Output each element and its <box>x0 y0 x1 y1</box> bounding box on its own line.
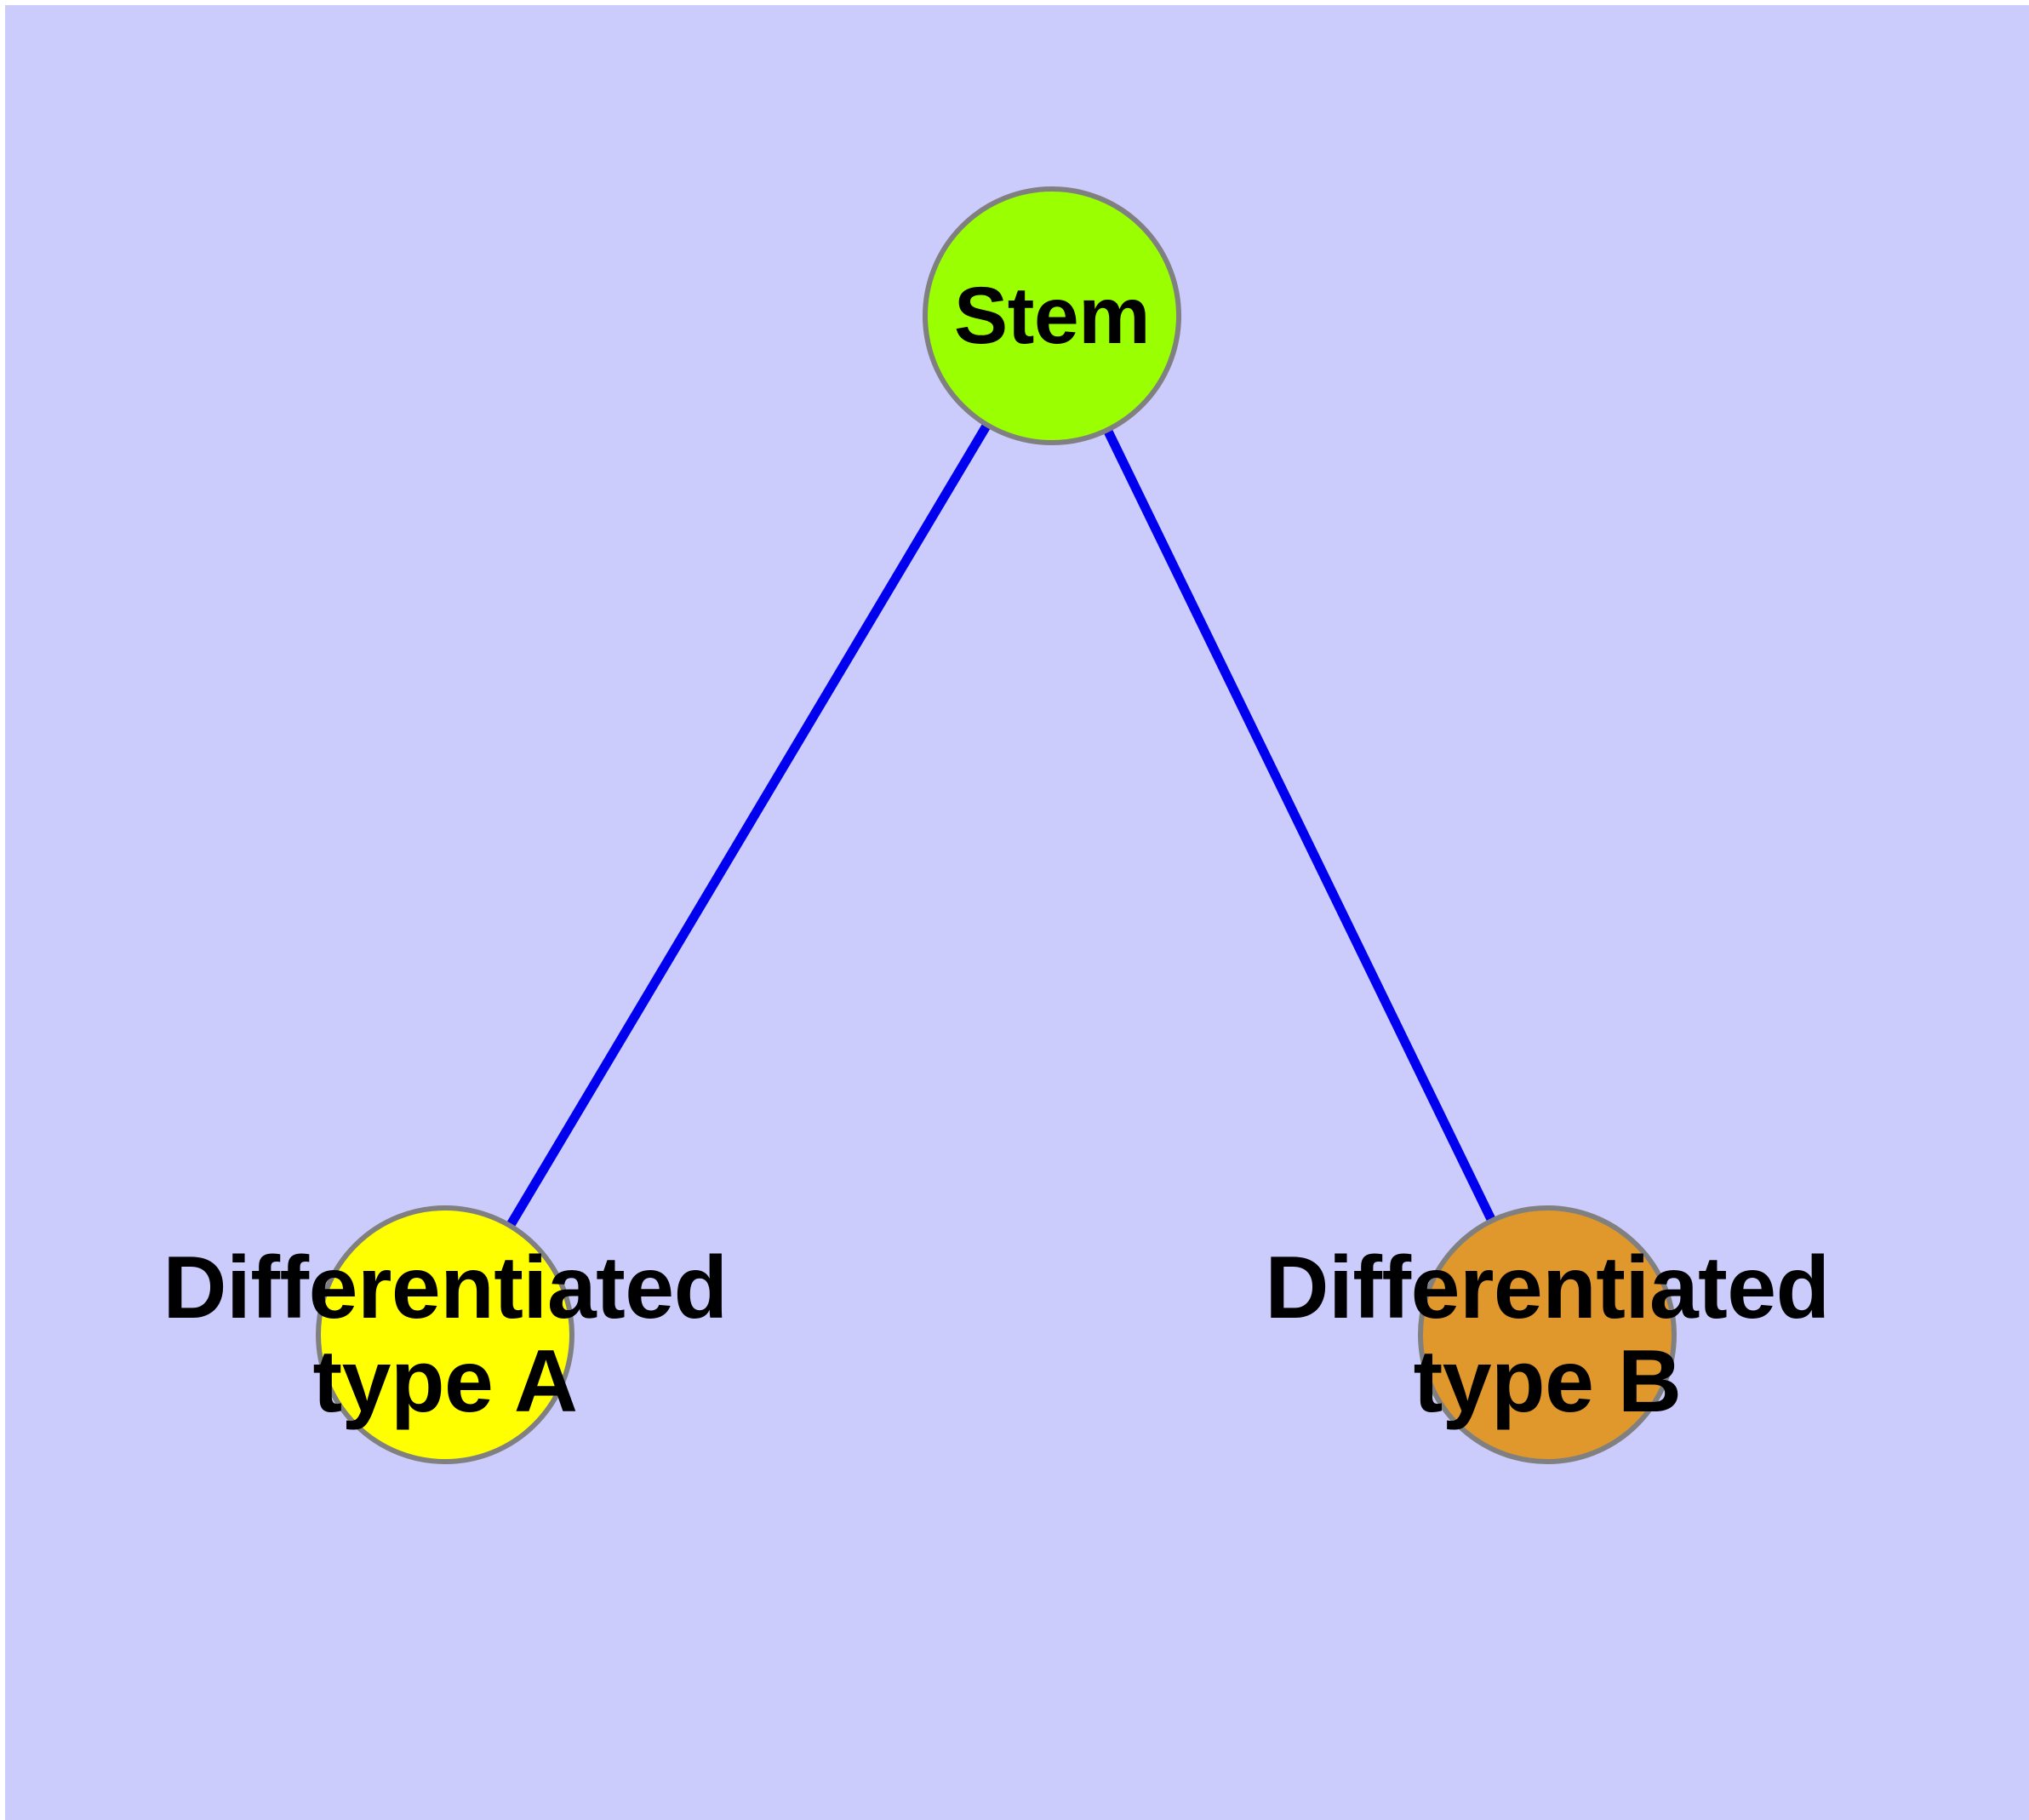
edge-stem-to-differentiated-type-b <box>1048 313 1552 1337</box>
node-differentiated-type-b-circle[interactable] <box>1418 1205 1677 1464</box>
node-stem-circle[interactable] <box>923 186 1181 445</box>
edge-layer <box>441 313 1552 1337</box>
edge-stem-to-differentiated-type-a <box>441 313 1056 1337</box>
node-differentiated-type-a-circle[interactable] <box>316 1205 574 1464</box>
